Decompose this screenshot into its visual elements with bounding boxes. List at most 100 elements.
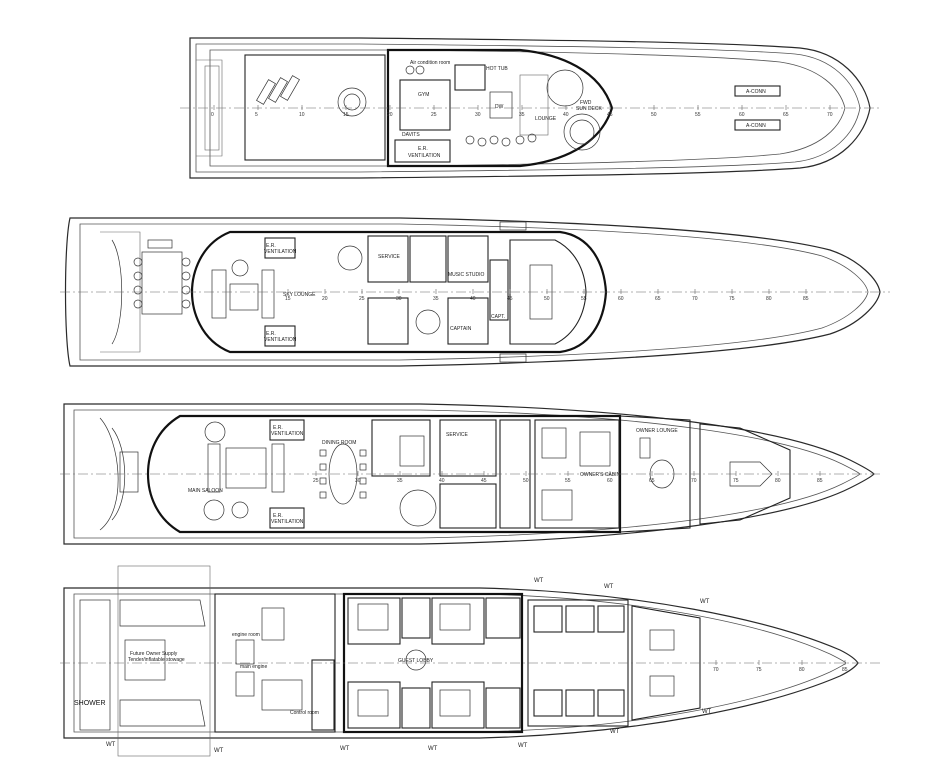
frame-number: 30 — [355, 478, 361, 484]
label-tender-note-1: Future Owner Supply — [130, 651, 178, 657]
label-hot-tub: HOT TUB — [486, 66, 508, 72]
frame-number: 60 — [618, 296, 624, 302]
frame-number: 50 — [523, 478, 529, 484]
helipad-marker — [337, 87, 367, 117]
frame-number: 60 — [607, 478, 613, 484]
frame-number: 35 — [397, 478, 403, 484]
label-main-engine: main engine — [240, 664, 267, 670]
label-er-vent-2: VENTILATION — [408, 153, 441, 159]
label-capt: CAPT. — [491, 314, 505, 320]
wt-mark: WT — [534, 578, 544, 584]
frame-number: 25 — [431, 112, 437, 118]
frame-number: 45 — [507, 296, 513, 302]
label-davits: DAVITS — [402, 132, 420, 138]
label-tender-note-2: Tender/inflatable stowage — [128, 657, 185, 663]
label-main-vent-bot-2: VENTILATION — [271, 519, 304, 525]
main-spiral-stair — [399, 489, 437, 527]
label-gym: GYM — [418, 92, 429, 98]
frame-number: 70 — [827, 112, 833, 118]
frame-number: 85 — [817, 478, 823, 484]
frame-number: 70 — [713, 667, 719, 673]
label-main-saloon: MAIN SALOON — [188, 488, 223, 494]
label-main-vent-top-2: VENTILATION — [271, 431, 304, 437]
frame-number: 80 — [799, 667, 805, 673]
frame-number: 70 — [692, 296, 698, 302]
sun-deck-plan: Air condition room GYM DW HOT TUB LOUNGE… — [180, 37, 880, 179]
wt-mark: WT — [610, 729, 620, 735]
label-a-conn-2: A-CONN — [746, 123, 766, 129]
wt-mark: WT — [106, 742, 116, 748]
label-main-vent-top-1: E.R. — [273, 425, 283, 431]
lounge-seating — [405, 65, 537, 147]
label-main-service: SERVICE — [446, 432, 469, 438]
frame-number: 0 — [211, 112, 214, 118]
label-guest-lobby: GUEST LOBBY — [398, 658, 434, 664]
frame-number: 85 — [803, 296, 809, 302]
lower-deck-plan: SHOWER GUEST LOBBY engine room Future Ow… — [60, 565, 880, 757]
frame-number: 30 — [475, 112, 481, 118]
frame-number: 25 — [359, 296, 365, 302]
aft-deck-chairs — [133, 257, 191, 309]
frame-number: 75 — [729, 296, 735, 302]
wt-mark: WT — [214, 748, 224, 754]
tender-garage-outline — [117, 565, 211, 757]
spiral-stair-2 — [415, 309, 441, 335]
label-captain: CAPTAIN — [450, 326, 472, 332]
label-engine-room: engine room — [232, 632, 260, 638]
frame-number: 55 — [581, 296, 587, 302]
frame-number: 85 — [842, 667, 848, 673]
label-dining: DINING ROOM — [322, 440, 356, 446]
frame-number: 35 — [519, 112, 525, 118]
label-fwd-sun-deck-1: FWD — [580, 100, 592, 106]
frame-number: 75 — [756, 667, 762, 673]
frame-number: 20 — [322, 296, 328, 302]
a-conn-box-2 — [734, 119, 781, 131]
frame-number: 5 — [255, 112, 258, 118]
lower-deck-ticks: 70 75 80 85 — [713, 660, 848, 673]
label-fwd-sun-deck-2: SUN DECK — [576, 106, 603, 112]
frame-number: 40 — [470, 296, 476, 302]
label-main-vent-bot-1: E.R. — [273, 513, 283, 519]
label-music-studio: MUSIC STUDIO — [448, 272, 485, 278]
er-vent-bottom — [264, 325, 296, 347]
frame-number: 15 — [343, 112, 349, 118]
wt-mark: WT — [700, 599, 710, 605]
label-lounge: LOUNGE — [535, 116, 557, 122]
label-dw: DW — [495, 104, 504, 110]
bridge-deck-plan: E.R. VENTILATION SKY LOUNGE E.R. VENTILA… — [60, 217, 890, 367]
label-service: SERVICE — [378, 254, 401, 260]
a-conn-box-1 — [734, 85, 781, 97]
frame-number: 15 — [285, 296, 291, 302]
wt-mark: WT — [518, 743, 528, 749]
label-er-vent-bot-2: VENTILATION — [264, 337, 297, 343]
wt-mark: WT — [702, 709, 712, 715]
frame-number: 45 — [481, 478, 487, 484]
frame-number: 80 — [775, 478, 781, 484]
frame-number: 40 — [563, 112, 569, 118]
er-vent-top — [264, 237, 296, 259]
spiral-stair-1 — [337, 245, 363, 271]
label-a-conn-1: A-CONN — [746, 89, 766, 95]
frame-number: 50 — [544, 296, 550, 302]
frame-number: 65 — [783, 112, 789, 118]
frame-number: 50 — [651, 112, 657, 118]
wt-mark: WT — [428, 746, 438, 752]
label-er-vent-1: E.R. — [418, 146, 428, 152]
dining-chairs — [319, 449, 367, 499]
label-er-vent-top-1: E.R. — [266, 243, 276, 249]
label-air-condition: Air condition room — [410, 60, 450, 66]
sun-loungers — [256, 75, 300, 105]
frame-number: 35 — [433, 296, 439, 302]
frame-number: 40 — [439, 478, 445, 484]
wt-mark: WT — [340, 746, 350, 752]
frame-number: 70 — [691, 478, 697, 484]
jacuzzi-round — [546, 69, 584, 107]
label-sky-lounge: SKY LOUNGE — [283, 292, 316, 298]
label-er-vent-bot-1: E.R. — [266, 331, 276, 337]
frame-number: 25 — [313, 478, 319, 484]
frame-number: 45 — [607, 112, 613, 118]
